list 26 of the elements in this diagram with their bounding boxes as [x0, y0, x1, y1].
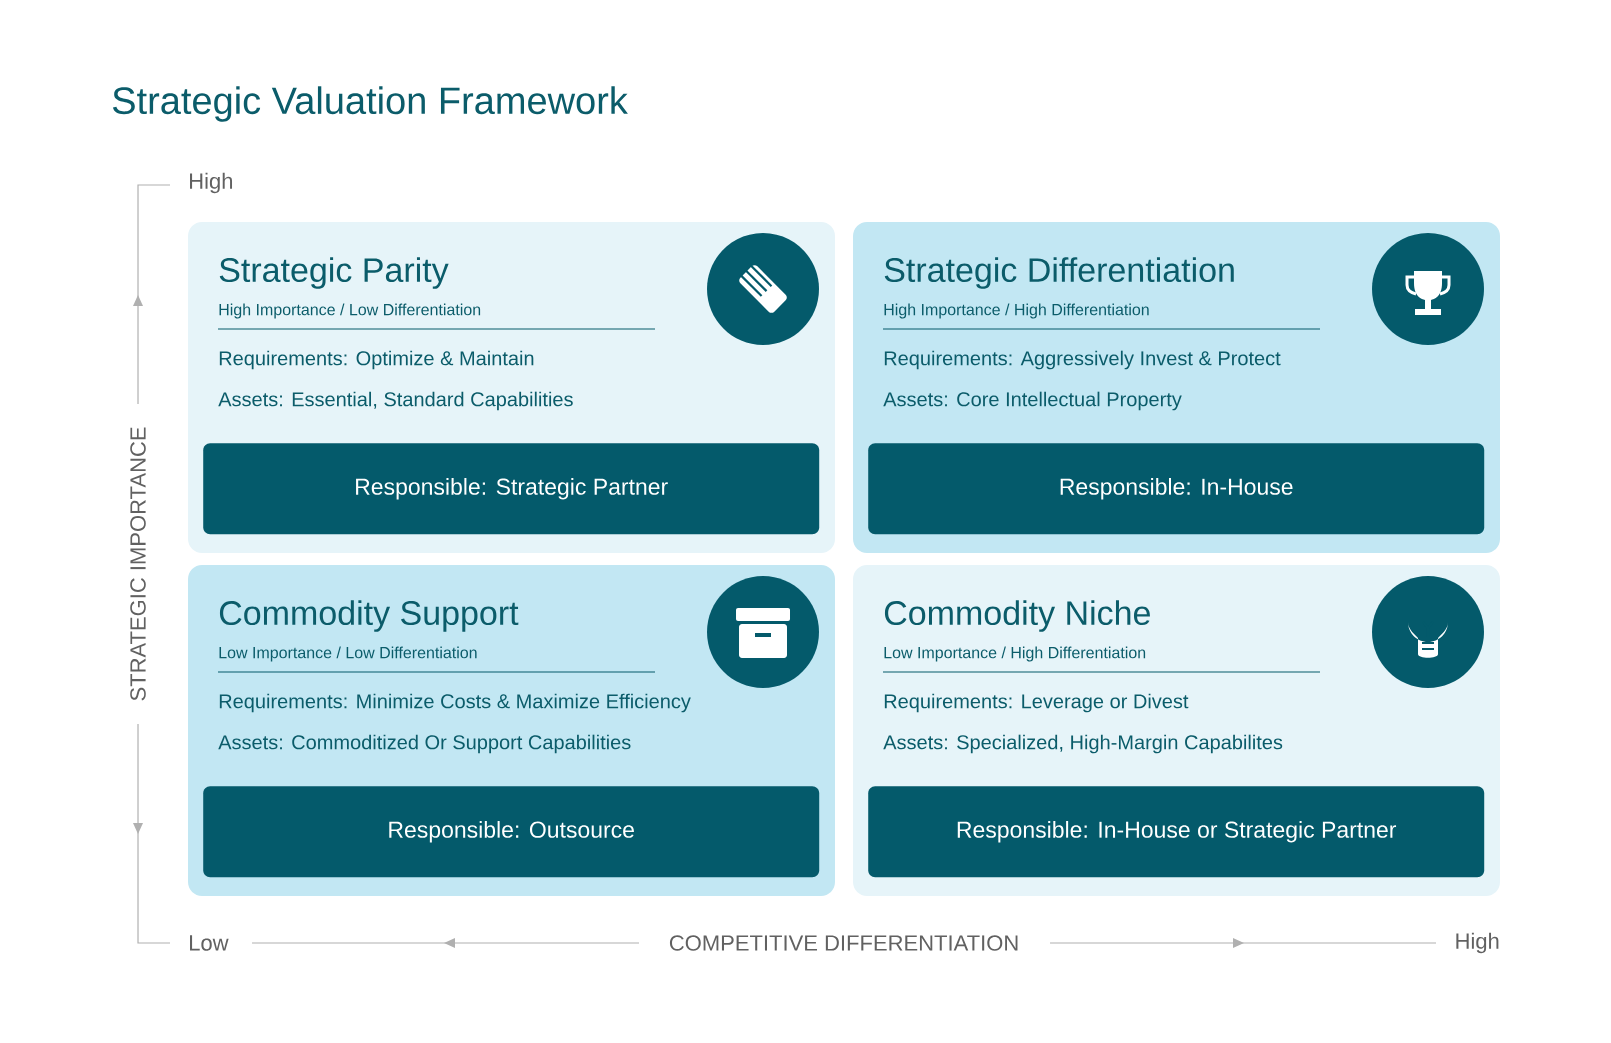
responsible-bar: Responsible: Outsource — [203, 786, 820, 878]
axis-title: COMPETITIVE DIFFERENTIATION — [669, 935, 1018, 951]
responsible-bar: Responsible: Strategic Partner — [203, 443, 820, 535]
quadrant-heading: Commodity Niche — [884, 600, 1150, 632]
quadrant-subtitle: High Importance / High Differentiation — [884, 303, 1149, 319]
quadrant-subtitle: Low Importance / High Differentiation — [884, 646, 1146, 662]
assets-text: Assets: Commoditized Or Support Capabilities — [218, 734, 631, 754]
requirements-text: Requirements: Aggressively Invest & Protect — [884, 350, 1281, 370]
requirements-text: Requirements: Minimize Costs & Maximize Efficiency — [219, 693, 691, 713]
requirements-text: Requirements: Leverage or Divest — [884, 693, 1189, 713]
quadrant-heading: Commodity Support — [219, 600, 519, 632]
axis-title: STRATEGIC IMPORTANCE — [130, 427, 146, 701]
quadrant-heading: Strategic Parity — [219, 257, 449, 289]
axis-label: High — [1456, 932, 1499, 954]
assets-text: Assets: Specialized, High-Margin Capabilites — [883, 734, 1283, 754]
assets-text: Assets: Essential, Standard Capabilities — [218, 391, 573, 411]
responsible-bar: Responsible: In-House — [868, 443, 1485, 535]
axis-label: Low — [190, 935, 229, 951]
axis-label: High — [190, 172, 232, 194]
quadrant-subtitle: High Importance / Low Differentiation — [219, 303, 481, 319]
requirements-text: Requirements: Optimize & Maintain — [219, 350, 534, 370]
quadrant-heading: Strategic Differentiation — [884, 257, 1234, 289]
responsible-bar: Responsible: In-House or Strategic Partner — [868, 786, 1485, 878]
assets-text: Assets: Core Intellectual Property — [883, 391, 1182, 411]
title: Strategic Valuation Framework — [112, 86, 628, 122]
quadrant-subtitle: Low Importance / Low Differentiation — [219, 646, 477, 662]
